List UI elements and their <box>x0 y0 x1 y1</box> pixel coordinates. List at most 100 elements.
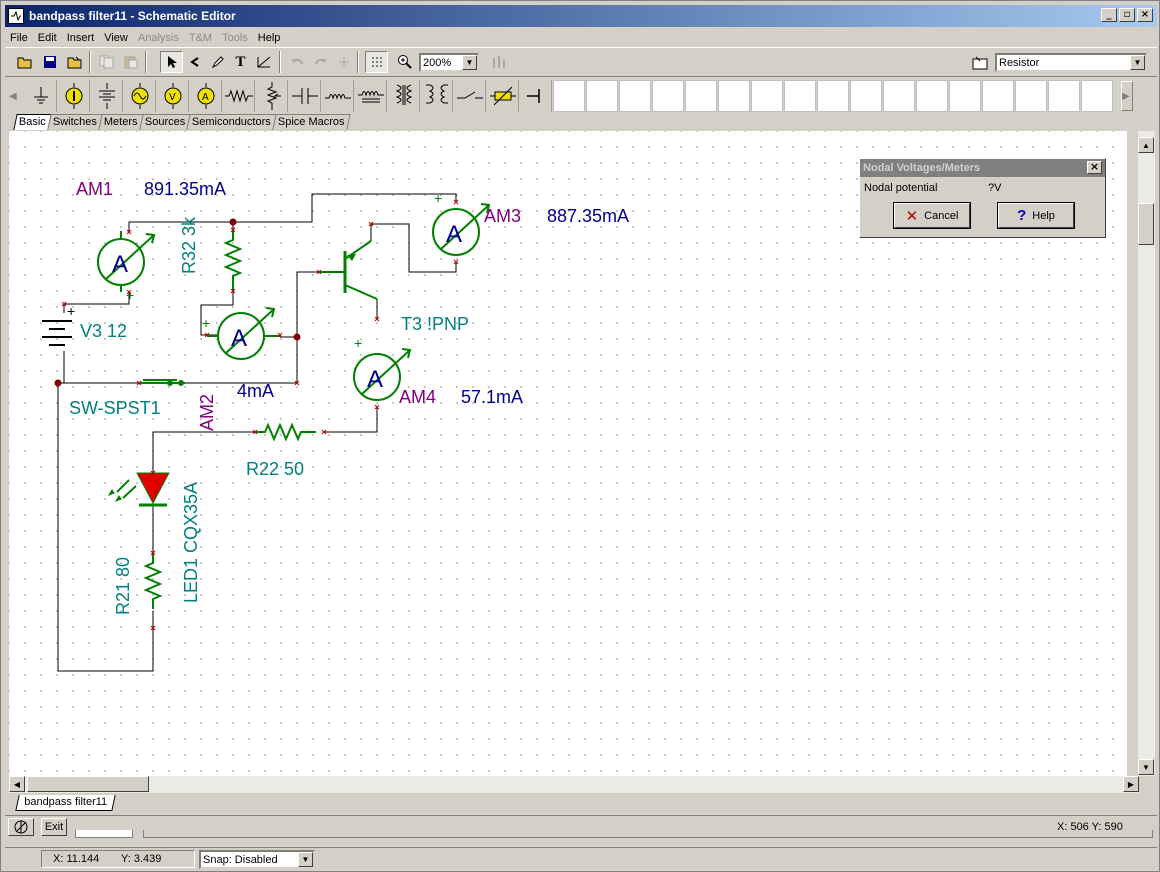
schematic-canvas[interactable]: A + A + A + <box>9 131 1127 776</box>
component-palette: ◀ V A <box>5 77 1157 113</box>
help-icon: ? <box>1017 207 1027 224</box>
led1-label[interactable]: LED1 CQX35A <box>181 481 201 603</box>
horizontal-scrollbar[interactable]: ◀ ▶ <box>9 776 1139 793</box>
switch-label[interactable]: SW-SPST1 <box>69 398 161 418</box>
voltage-source-icon[interactable] <box>124 80 156 112</box>
component-search-icon[interactable] <box>969 51 992 73</box>
horizontal-scroll-thumb[interactable] <box>27 776 149 792</box>
ammeter-icon[interactable]: A <box>190 80 222 112</box>
am1-name-label[interactable]: AM1 <box>76 179 114 199</box>
r32-label[interactable]: R32 3k <box>179 216 199 274</box>
capacitor-icon[interactable] <box>289 80 321 112</box>
inductor-icon[interactable] <box>322 80 354 112</box>
chevron-down-icon[interactable]: ▼ <box>298 852 313 867</box>
close-button[interactable]: × <box>1137 8 1153 22</box>
vertical-scroll-thumb[interactable] <box>1138 203 1154 245</box>
palette-scroll-right-icon[interactable]: ▶ <box>1121 81 1133 111</box>
menu-tm[interactable]: T&M <box>188 32 213 44</box>
vertical-scrollbar[interactable]: ▲ ▼ <box>1138 131 1155 776</box>
window-title: bandpass filter11 - Schematic Editor <box>29 9 236 23</box>
resistor-icon[interactable] <box>223 80 255 112</box>
wire-delete-icon[interactable] <box>252 51 275 73</box>
status-bar-top: Exit X: 506 Y: 590 <box>5 815 1157 838</box>
svg-text:+: + <box>202 315 210 331</box>
chevron-down-icon[interactable]: ▼ <box>462 55 477 70</box>
am4-value-label: 57.1mA <box>461 387 524 407</box>
potentiometer-icon[interactable] <box>256 80 288 112</box>
component-select[interactable]: Resistor ▼ <box>995 53 1147 72</box>
help-button[interactable]: ? Help <box>997 202 1075 229</box>
document-tab[interactable]: bandpass filter11 <box>15 795 116 811</box>
battery-icon[interactable] <box>91 80 123 112</box>
v3-label[interactable]: V3 12 <box>80 321 128 341</box>
r22-label[interactable]: R22 50 <box>246 459 305 479</box>
grid-icon[interactable] <box>365 51 388 73</box>
redo-icon[interactable] <box>309 51 332 73</box>
zoom-value: 200% <box>423 56 452 69</box>
scroll-down-icon[interactable]: ▼ <box>1138 759 1154 775</box>
tab-switches[interactable]: Switches <box>47 114 103 130</box>
menu-file[interactable]: File <box>10 32 28 44</box>
tab-sources[interactable]: Sources <box>138 114 191 130</box>
tab-spice-macros[interactable]: Spice Macros <box>272 114 351 130</box>
dialog-close-button[interactable]: × <box>1087 161 1102 174</box>
tab-semiconductors[interactable]: Semiconductors <box>186 114 277 130</box>
copy-icon[interactable] <box>95 51 118 73</box>
am4-name-label[interactable]: AM4 <box>399 387 437 407</box>
voltmeter-icon[interactable]: V <box>157 80 189 112</box>
am2-name-label[interactable]: AM2 <box>197 393 217 431</box>
transformer-icon[interactable] <box>388 80 420 112</box>
save-as-icon[interactable] <box>63 51 86 73</box>
am3-value-label: 887.35mA <box>547 206 630 226</box>
text-tool-icon[interactable]: T <box>235 53 246 70</box>
tab-meters[interactable]: Meters <box>98 114 144 130</box>
switch-icon[interactable] <box>454 80 486 112</box>
menu-analysis[interactable]: Analysis <box>137 32 179 44</box>
select-arrow-icon[interactable] <box>160 51 183 73</box>
tab-basic[interactable]: Basic <box>13 114 52 130</box>
snap-select[interactable]: Snap: Disabled ▼ <box>199 850 315 869</box>
scroll-left-icon[interactable]: ◀ <box>9 776 25 792</box>
menu-insert[interactable]: Insert <box>66 32 95 44</box>
pencil-icon[interactable] <box>206 51 229 73</box>
paste-icon[interactable] <box>119 51 142 73</box>
status-bar-bottom: X: 11.144 Y: 3.439 Snap: Disabled ▼ <box>5 847 1157 869</box>
open-icon[interactable] <box>13 51 36 73</box>
svg-text:+: + <box>354 335 362 351</box>
exit-button[interactable]: Exit <box>41 818 67 836</box>
menu-tools[interactable]: Tools <box>222 32 248 44</box>
varistor-icon[interactable] <box>487 80 519 112</box>
am3-name-label[interactable]: AM3 <box>484 206 522 226</box>
zoom-icon[interactable] <box>393 51 416 73</box>
coupled-inductor-icon[interactable] <box>421 80 453 112</box>
scroll-up-icon[interactable]: ▲ <box>1138 137 1154 153</box>
app-icon[interactable] <box>8 8 24 24</box>
menu-help[interactable]: Help <box>257 32 281 44</box>
save-icon[interactable] <box>38 51 61 73</box>
cancel-button[interactable]: ✕ Cancel <box>893 202 971 229</box>
switch-sw-spst1 <box>139 379 185 386</box>
r21-label[interactable]: R21 80 <box>113 556 133 615</box>
t3-label[interactable]: T3 !PNP <box>401 314 470 334</box>
zoom-select[interactable]: 200% ▼ <box>419 53 479 72</box>
terminal-icon[interactable] <box>520 80 552 112</box>
svg-text:+: + <box>434 190 442 206</box>
svg-text:+: + <box>67 303 75 319</box>
probe-icon[interactable] <box>8 818 34 836</box>
chevron-down-icon[interactable]: ▼ <box>1130 55 1145 70</box>
menu-view[interactable]: View <box>104 32 128 44</box>
am2-value-label: 4mA <box>237 381 275 401</box>
palette-scroll-left-icon[interactable]: ◀ <box>9 90 17 102</box>
schematic-drawing: A + A + A + <box>42 190 491 672</box>
current-source-icon[interactable] <box>58 80 90 112</box>
minimize-button[interactable]: _ <box>1101 8 1117 22</box>
menu-edit[interactable]: Edit <box>37 32 57 44</box>
scroll-right-icon[interactable]: ▶ <box>1123 776 1139 792</box>
meter-tool-icon[interactable] <box>487 51 510 73</box>
cross-icon[interactable] <box>332 51 355 73</box>
core-inductor-icon[interactable] <box>355 80 387 112</box>
wire-arrow-icon[interactable] <box>183 51 206 73</box>
ground-icon[interactable] <box>25 80 57 112</box>
restore-button[interactable]: ▫ <box>1119 8 1135 22</box>
undo-icon[interactable] <box>285 51 308 73</box>
